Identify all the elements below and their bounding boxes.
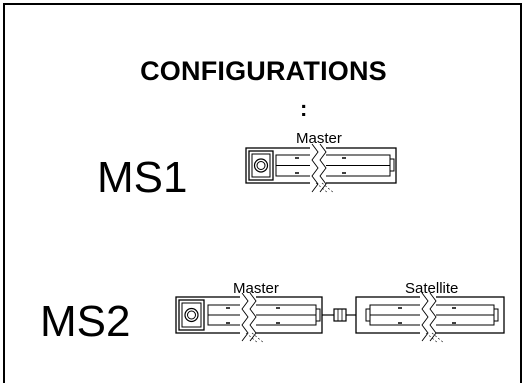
title-colon: : bbox=[300, 96, 308, 121]
ms1-master-label: Master bbox=[296, 130, 342, 147]
motor-head-icon bbox=[248, 150, 274, 181]
ms2-master-label: Master bbox=[233, 280, 279, 297]
ms2-master-unit bbox=[175, 292, 323, 344]
ms1-master-unit bbox=[245, 143, 397, 194]
motor-head-icon bbox=[178, 299, 205, 331]
break-symbol bbox=[420, 292, 445, 344]
break-symbol bbox=[310, 143, 335, 194]
ms2-satellite-label: Satellite bbox=[405, 280, 459, 297]
config-label-ms1: MS1 bbox=[97, 153, 188, 202]
ms2-satellite-unit bbox=[355, 292, 505, 344]
config-label-ms2: MS2 bbox=[40, 297, 131, 346]
coupler-connector bbox=[322, 308, 356, 322]
page-title: CONFIGURATIONS bbox=[140, 56, 387, 86]
diagram-frame bbox=[3, 3, 522, 383]
break-symbol bbox=[240, 292, 265, 344]
